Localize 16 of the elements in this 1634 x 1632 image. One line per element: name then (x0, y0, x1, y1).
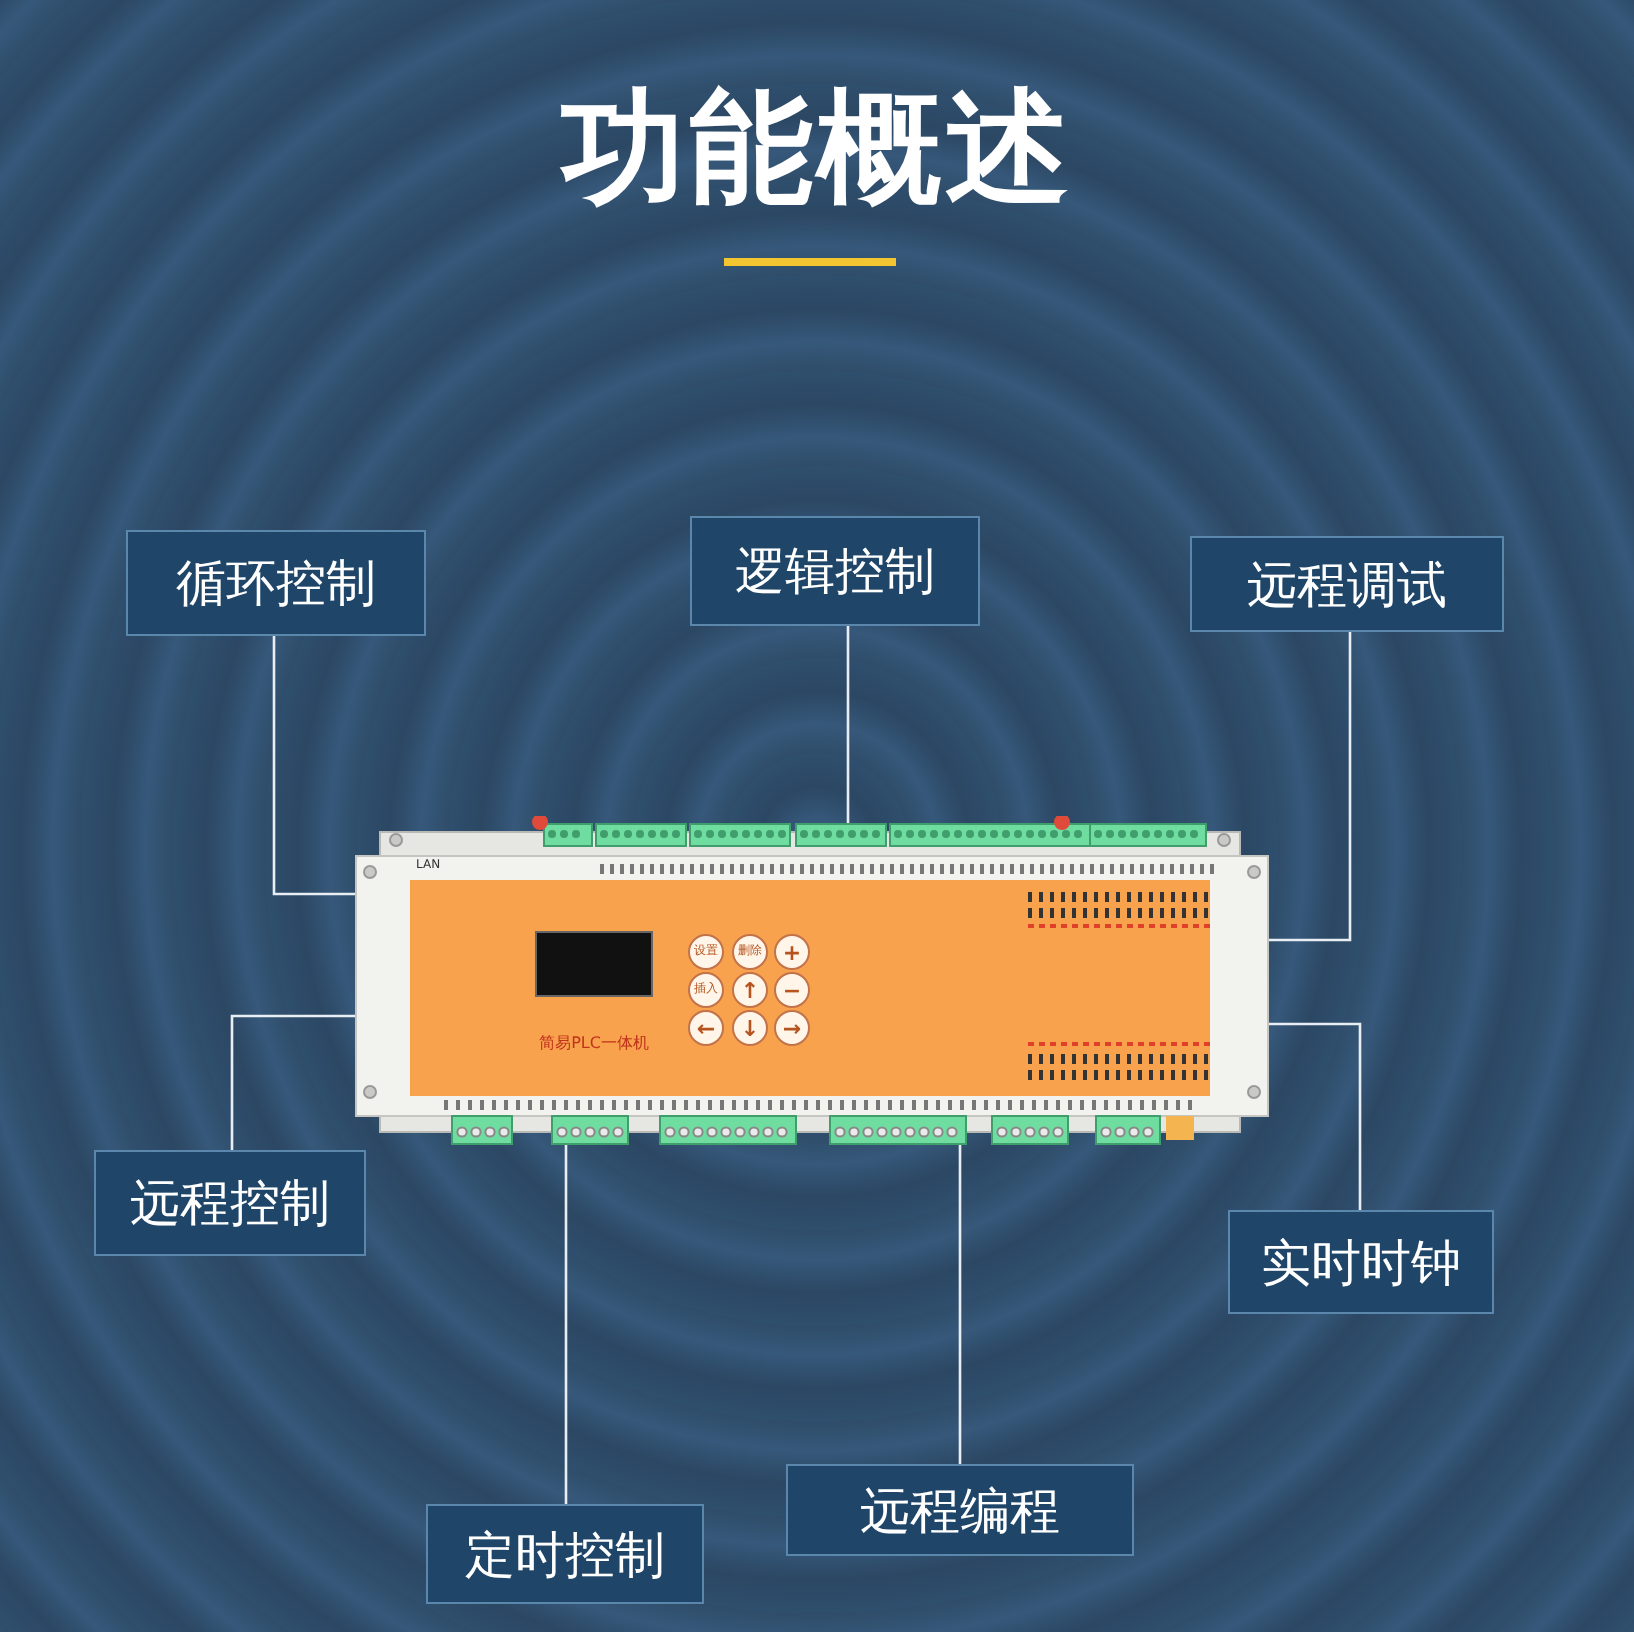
callout-box: 实时时钟 (1228, 1210, 1494, 1314)
leader-line (958, 1144, 962, 1464)
leader-line (272, 636, 356, 896)
leader-line (230, 1014, 356, 1150)
leader-line (846, 626, 850, 824)
leader-line (1268, 1022, 1362, 1210)
device-label: 简易PLC一体机 (537, 1034, 651, 1054)
callout-box: 循环控制 (126, 530, 426, 636)
callout-box: 定时控制 (426, 1504, 704, 1604)
leader-line (1268, 632, 1352, 942)
callout-box: 远程控制 (94, 1150, 366, 1256)
title: 功能概述 (558, 76, 1075, 220)
callout-box: 远程编程 (786, 1464, 1134, 1556)
callout-box: 逻辑控制 (690, 516, 980, 626)
leader-line (564, 1144, 568, 1504)
callout-box: 远程调试 (1190, 536, 1504, 632)
